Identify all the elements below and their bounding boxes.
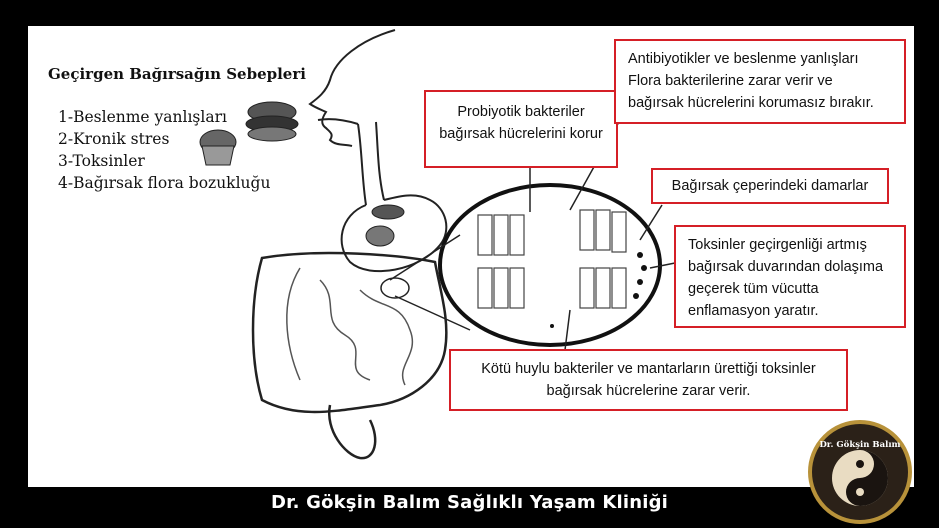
callout-bad-bacteria: Kötü huylu bakteriler ve mantarların üre… bbox=[449, 349, 848, 411]
yin-yang-icon bbox=[808, 420, 912, 524]
cause-item: 2-Kronik stres bbox=[58, 130, 170, 148]
mouth-line bbox=[317, 118, 359, 125]
stomach-food-icon bbox=[365, 204, 405, 247]
seal-text: Dr. Gökşin Balım bbox=[819, 440, 901, 450]
callout-probiotic: Probiyotik bakteriler bağırsak hücreleri… bbox=[424, 90, 618, 168]
magnifier-circle bbox=[438, 183, 662, 347]
clinic-seal-logo: Dr. Gökşin Balım bbox=[808, 420, 912, 524]
esophagus-left bbox=[357, 123, 367, 206]
intestine-fold-1 bbox=[286, 267, 301, 381]
footer-clinic-name: Dr. Gökşin Balım Sağlıklı Yaşam Kliniği bbox=[270, 492, 669, 513]
esophagus-right bbox=[375, 121, 385, 201]
cause-item: 3-Toksinler bbox=[58, 152, 145, 170]
callout-vessels: Bağırsak çeperindeki damarlar bbox=[651, 168, 889, 204]
callout-toxins: Toksinler geçirgenliği artmış bağırsak d… bbox=[674, 225, 906, 328]
head-profile bbox=[308, 29, 396, 147]
cause-item: 4-Bağırsak flora bozukluğu bbox=[58, 174, 271, 192]
large-intestine bbox=[251, 251, 448, 414]
intestine-fold-2 bbox=[319, 279, 371, 381]
intestine-fold-3 bbox=[359, 289, 413, 386]
blood-vessel-dots bbox=[550, 252, 647, 328]
muffin-icon bbox=[199, 129, 237, 166]
burger-icon bbox=[245, 101, 299, 142]
intestinal-cells bbox=[477, 209, 627, 309]
rectum bbox=[327, 404, 377, 460]
causes-list: 1-Beslenme yanlışları 2-Kronik stres 3-T… bbox=[58, 106, 270, 194]
cause-item: 1-Beslenme yanlışları bbox=[58, 108, 227, 126]
page-title: Geçirgen Bağırsağın Sebepleri bbox=[48, 65, 306, 83]
zoom-origin-circle bbox=[380, 277, 410, 299]
callout-antibiotic: Antibiyotikler ve beslenme yanlışları Fl… bbox=[614, 39, 906, 124]
